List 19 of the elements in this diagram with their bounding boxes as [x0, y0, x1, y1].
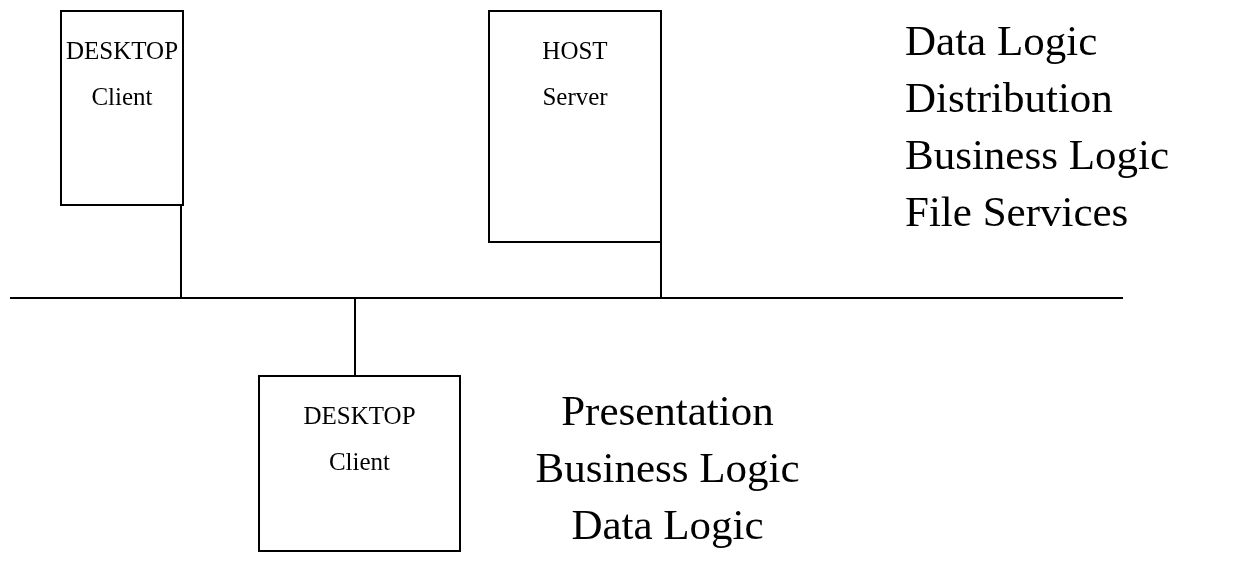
layer-label: Presentation [560, 386, 775, 436]
box-heading: DESKTOP [65, 36, 179, 66]
computer-box [258, 375, 461, 552]
box-subtitle: Client [91, 82, 153, 112]
box-subtitle: Client [328, 447, 391, 477]
box-subtitle: Server [542, 82, 608, 112]
layer-label: Distribution [905, 73, 1114, 123]
layer-label: Business Logic [905, 130, 1170, 180]
connector-line [354, 298, 356, 376]
layer-label: Data Logic [905, 16, 1099, 66]
computer-box [488, 10, 662, 243]
box-heading: DESKTOP [303, 401, 416, 431]
layer-label: Business Logic [534, 443, 801, 493]
computer-box [60, 10, 184, 206]
layer-label: File Services [905, 187, 1130, 237]
connector-line [180, 205, 182, 298]
connector-line [660, 242, 662, 298]
layer-label: Data Logic [570, 500, 765, 550]
box-heading: HOST [542, 36, 608, 66]
